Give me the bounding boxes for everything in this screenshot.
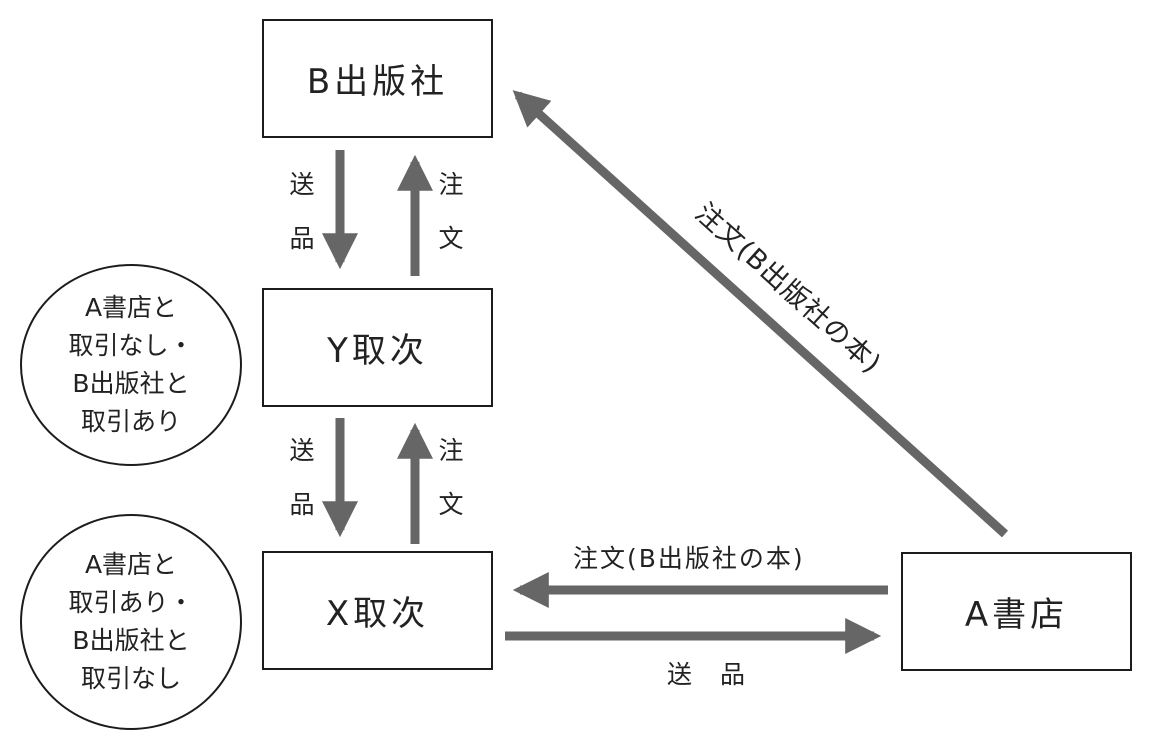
label-ship-y-to-x: 送 品 <box>289 436 315 519</box>
node-x-distributor-label: X取次 <box>325 594 430 634</box>
note-x-distributor: A書店と 取引あり・ B出版社と 取引なし <box>20 514 242 730</box>
note-line: B出版社と <box>72 626 190 655</box>
node-x-distributor: X取次 <box>262 551 493 670</box>
label-ship-x-to-a: 送 品 <box>667 660 755 689</box>
node-a-bookstore-label: A書店 <box>964 595 1069 635</box>
node-b-publisher-label: B出版社 <box>306 62 449 102</box>
note-line: 取引なし <box>80 664 181 693</box>
note-line: 取引あり・ <box>68 588 194 617</box>
node-y-distributor-label: Y取次 <box>327 331 428 371</box>
node-y-distributor: Y取次 <box>262 288 493 407</box>
label-order-x-to-y: 注 文 <box>438 436 464 519</box>
note-line: 取引なし・ <box>68 331 194 360</box>
label-ship-b-to-y: 送 品 <box>289 170 315 253</box>
note-line: A書店と <box>84 293 178 322</box>
node-b-publisher: B出版社 <box>262 19 493 138</box>
label-order-a-to-x: 注文(B出版社の本) <box>573 544 805 573</box>
arrow-order-a-to-b <box>512 90 1009 538</box>
note-y-distributor: A書店と 取引なし・ B出版社と 取引あり <box>20 264 242 466</box>
node-a-bookstore: A書店 <box>901 552 1132 671</box>
note-line: 取引あり <box>80 407 181 436</box>
label-order-y-to-b: 注 文 <box>438 170 464 253</box>
note-line: A書店と <box>84 550 178 579</box>
note-line: B出版社と <box>72 369 190 398</box>
